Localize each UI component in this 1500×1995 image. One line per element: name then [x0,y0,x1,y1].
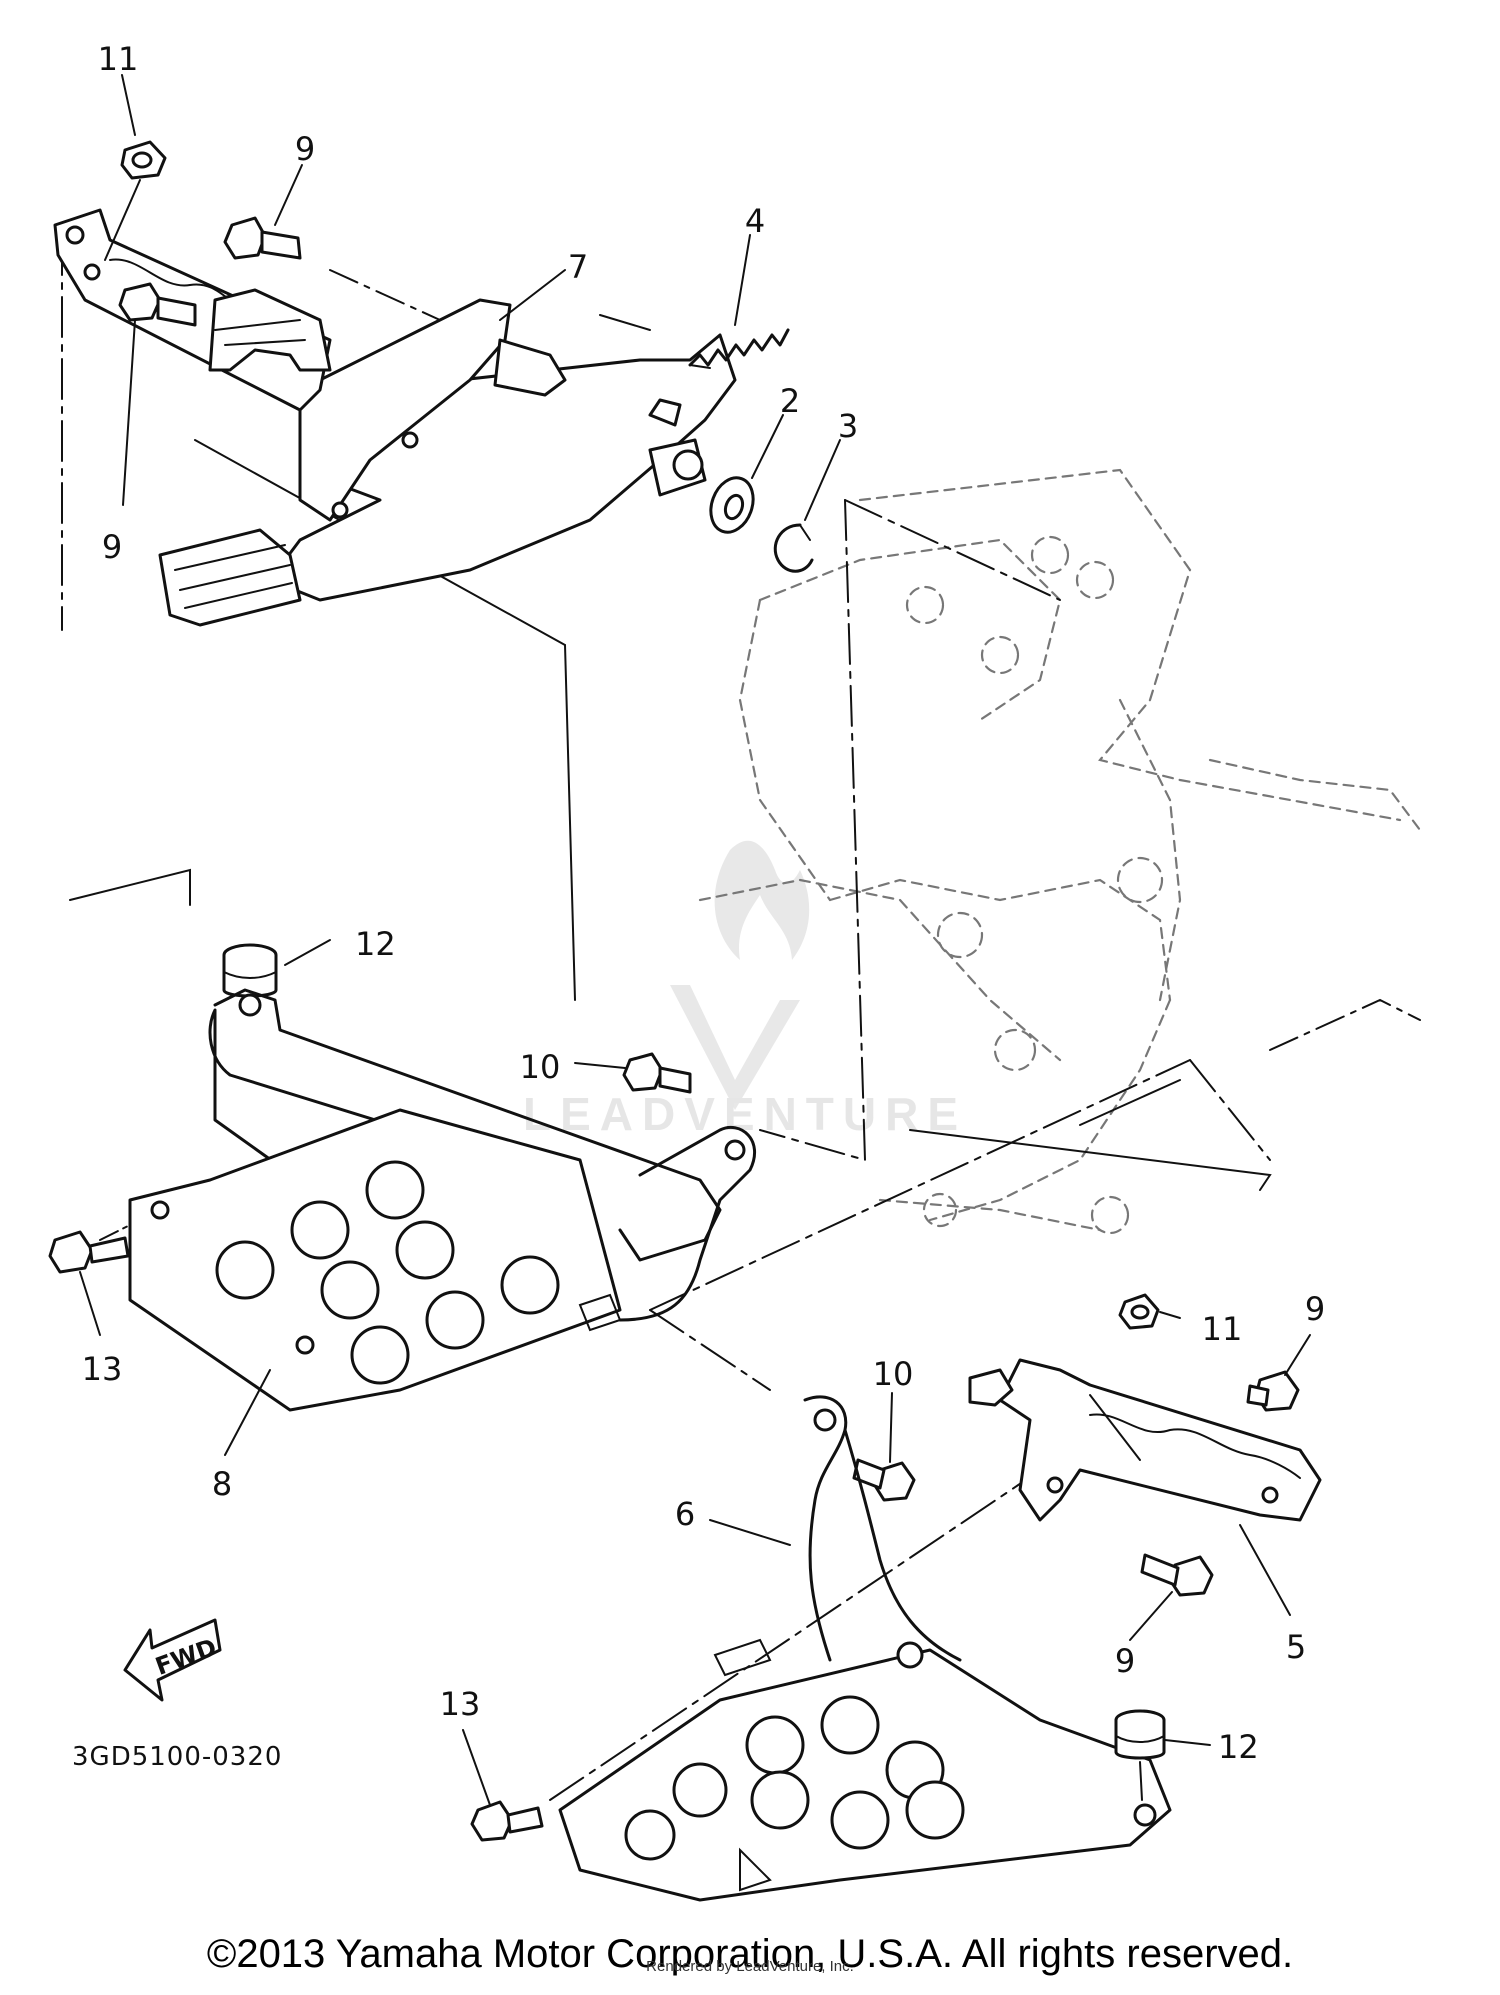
bolt-10-upper [622,1052,692,1094]
callout-9-right-bottom: 9 [1115,1642,1135,1680]
washer [709,476,755,534]
callout-12-lower: 12 [1218,1728,1259,1766]
nut-11-lower [1118,1293,1160,1330]
right-footplate [558,1638,1172,1902]
watermark-text: LEADVENTURE [523,1088,967,1140]
callout-13-lower: 13 [440,1685,481,1723]
callout-12-top: 12 [355,925,396,963]
right-footrest [968,1358,1322,1522]
diagram-code: 3GD5100-0320 [72,1742,282,1772]
reference-lines [61,234,1421,1801]
callout-6: 6 [675,1495,695,1533]
callout-9-right-top: 9 [1305,1290,1325,1328]
leader-lines [79,74,1311,1806]
bolt-9-right-lower [1140,1553,1214,1597]
frame-outline [698,468,1422,1235]
callout-10-upper: 10 [520,1048,561,1086]
bolt-13-left [48,1230,130,1274]
bolt-10-lower [852,1458,916,1502]
bolt-9-upper [223,216,302,260]
callout-7: 7 [568,248,588,286]
callout-11-lower: 11 [1202,1310,1243,1348]
nut-11-top [104,140,167,261]
right-guard [803,1395,962,1662]
callout-labels: 11 9 4 7 2 3 9 12 10 13 8 11 9 10 6 9 5 … [82,40,1326,1766]
circlip [773,523,814,573]
callout-2: 2 [780,382,800,420]
callout-11-top: 11 [98,40,139,78]
left-footplate [128,1108,622,1412]
callout-5: 5 [1286,1628,1306,1666]
bolt-9-right-upper [1246,1370,1300,1412]
callout-10-lower: 10 [873,1355,914,1393]
spring [688,328,790,369]
rendered-by-note: Rendered by LeadVenture, Inc. [646,1958,854,1975]
pedal-bracket [298,298,567,522]
grommet-12-lower [1114,1709,1166,1801]
callout-9-top: 9 [295,130,315,168]
callout-8: 8 [212,1465,232,1503]
bolt-9-lower [118,282,197,327]
callout-9-left: 9 [102,528,122,566]
callout-13-left: 13 [82,1350,123,1388]
callout-4: 4 [745,202,765,240]
callout-3: 3 [838,407,858,445]
forward-arrow-icon: FWD [123,1618,222,1702]
copyright-notice: ©2013 Yamaha Motor Corporation, U.S.A. A… [206,1932,1294,1976]
bolt-13-lower [470,1800,544,1842]
grommet-12-top [222,943,278,998]
leadventure-watermark: LEADVENTURE [523,840,967,1140]
